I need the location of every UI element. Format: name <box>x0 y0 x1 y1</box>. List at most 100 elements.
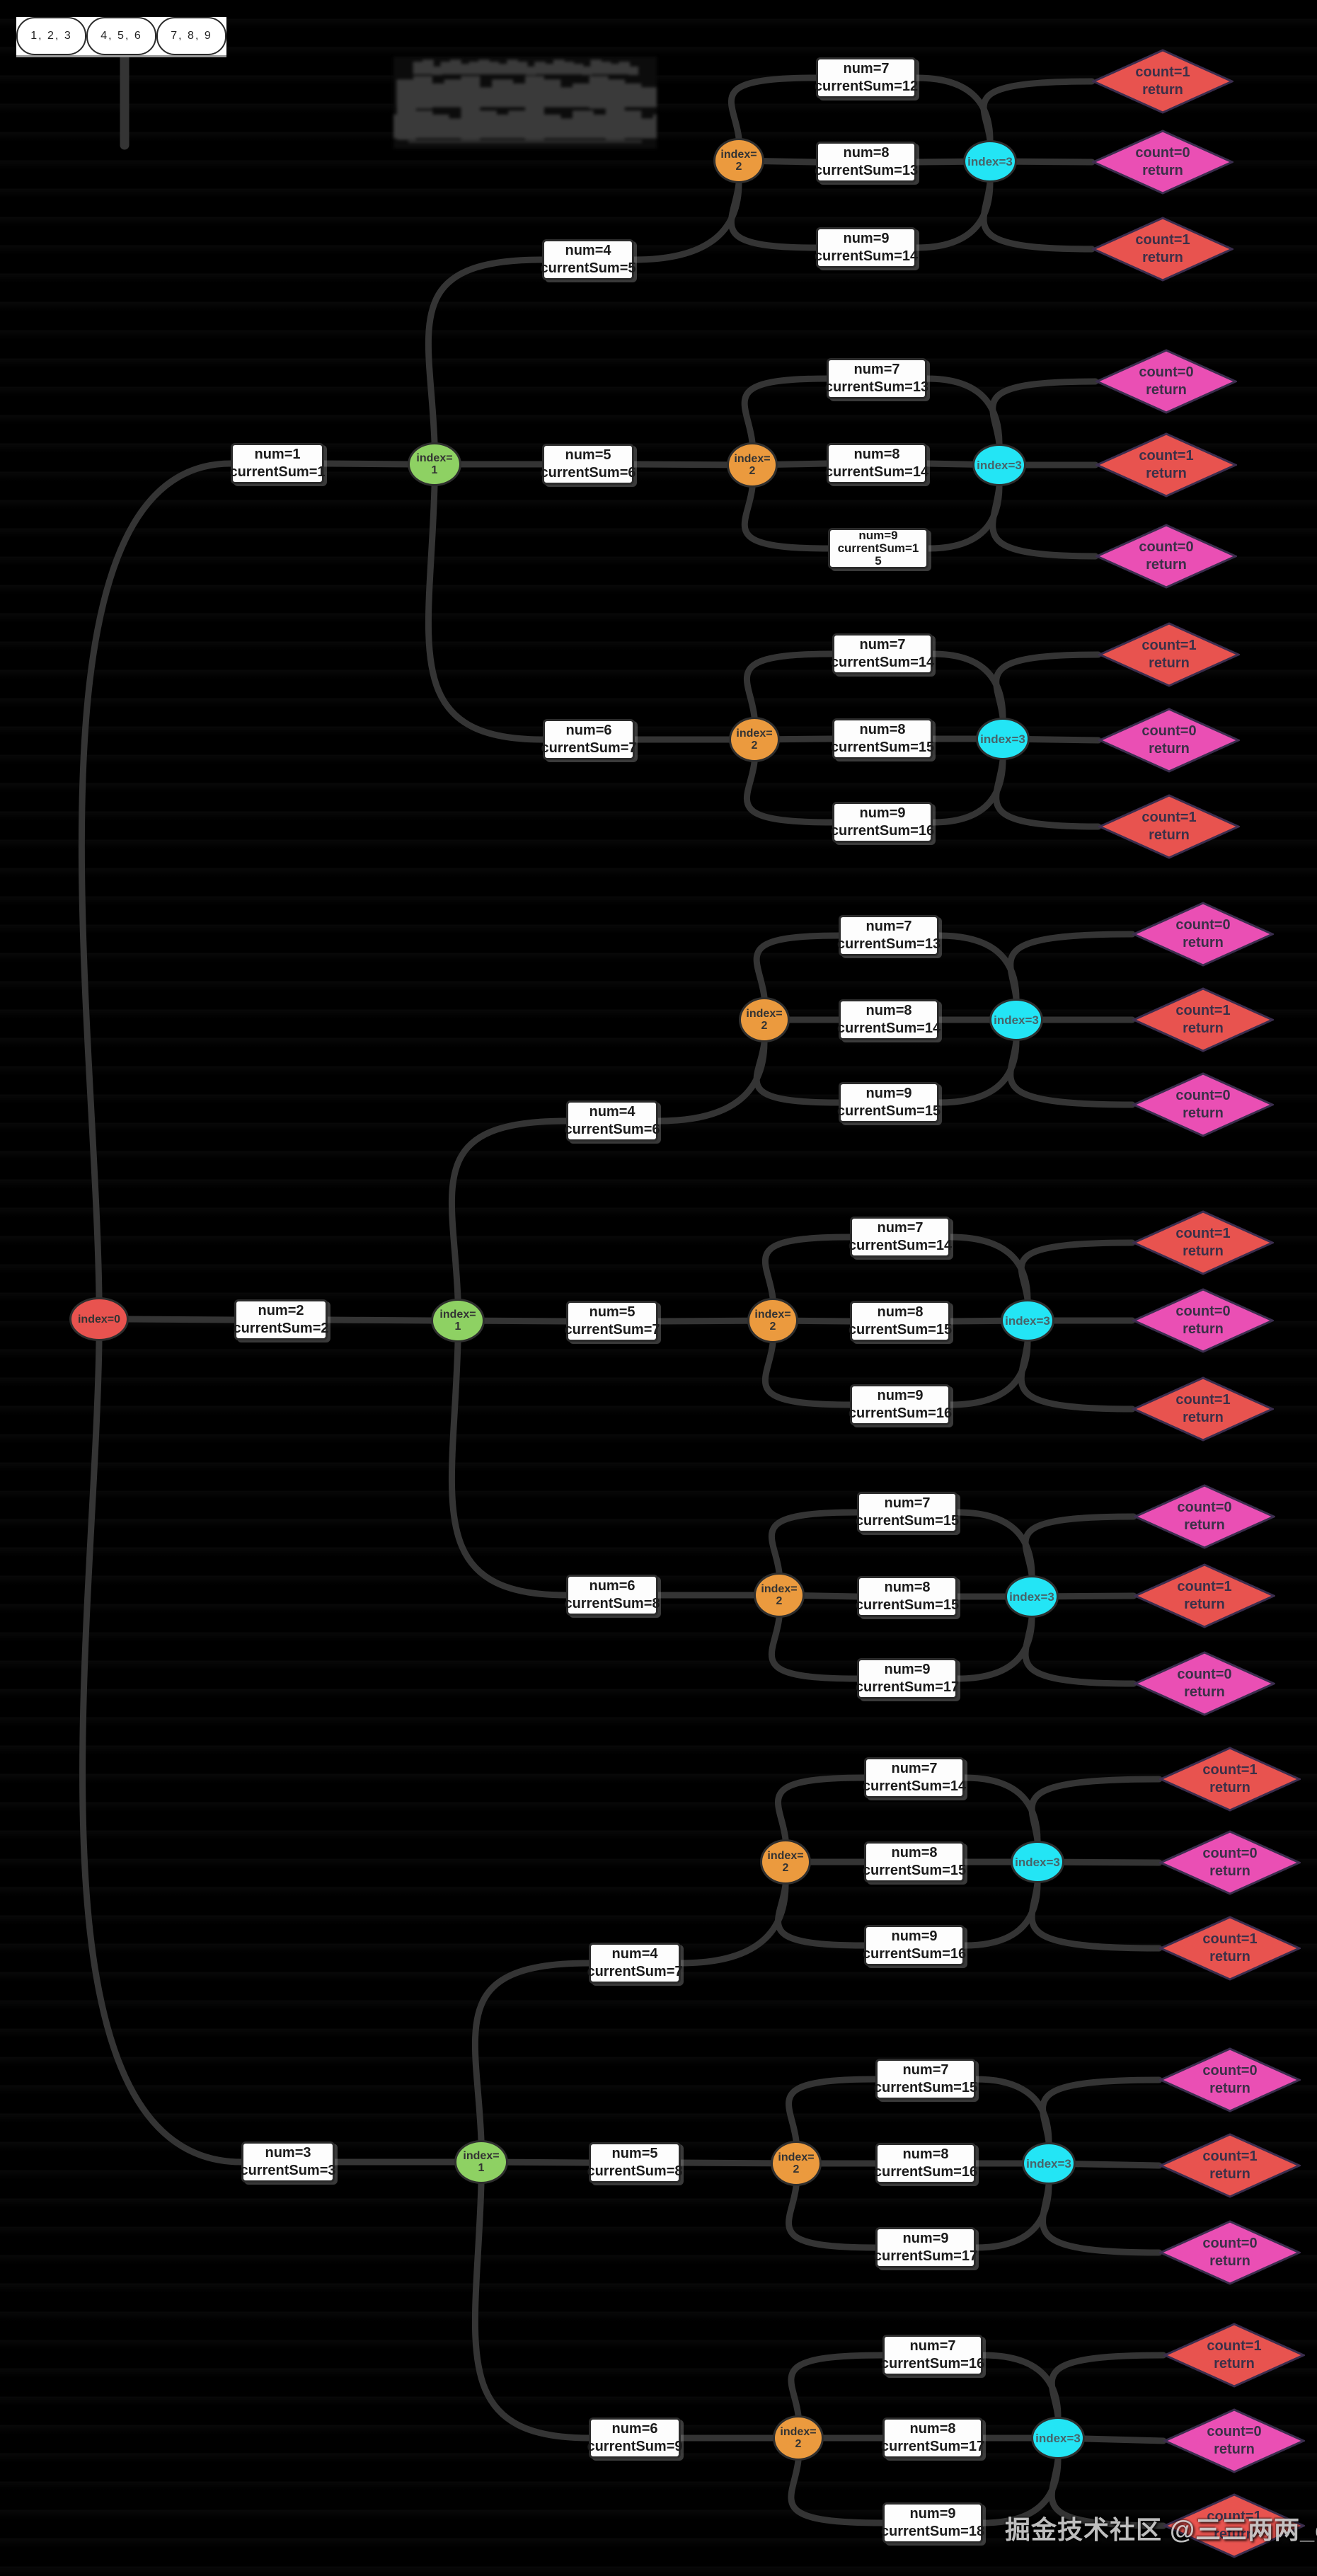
diamond-label-line: return <box>1142 82 1183 98</box>
diamond-label-line: return <box>1184 1517 1225 1533</box>
box-label-line: currentSum=14 <box>862 1778 967 1794</box>
edge-path <box>980 78 1095 144</box>
box-label-line: num=9 <box>843 231 890 246</box>
circle-label-line: 2 <box>795 2438 802 2450</box>
edge-path <box>775 1774 868 1843</box>
edge-path <box>753 932 842 1001</box>
edge-path <box>913 74 994 144</box>
level2-num-box: num=5 currentSum=6 <box>540 444 636 485</box>
edge-path <box>989 378 1099 447</box>
box-label-line: num=8 <box>859 722 906 737</box>
box-label-line: currentSum=16 <box>873 2164 978 2180</box>
index3-circle: index=3 <box>1005 1575 1059 1618</box>
diamond-label-line: count=0 <box>1139 364 1194 380</box>
diamond-label-line: return <box>1209 2081 1250 2096</box>
edge-path <box>993 651 1102 721</box>
box-label-line: num=7 <box>843 61 890 76</box>
circle-label-line: 2 <box>751 740 758 752</box>
box-label-line: currentSum=6 <box>540 465 636 481</box>
box-label-line: num=8 <box>884 1580 931 1595</box>
box-label-line: num=7 <box>884 1495 931 1511</box>
edge-path <box>947 1338 1031 1408</box>
circle-label-line: 2 <box>776 1595 783 1607</box>
edge-path <box>786 2183 879 2251</box>
box-label-line: num=1 <box>254 447 301 462</box>
box-label-line: currentSum=7 <box>564 1322 660 1338</box>
edge-path <box>744 759 836 826</box>
box-label-line: num=5 <box>565 447 611 463</box>
circle-label-line: index= <box>754 1309 791 1321</box>
diamond-label-line: return <box>1146 466 1187 481</box>
box-label-line: currentSum=13 <box>836 936 941 952</box>
diamond-label-line: count=1 <box>1175 1226 1231 1241</box>
edge-path <box>936 932 1020 1002</box>
diamond-label-line: count=0 <box>1202 1846 1258 1861</box>
diamond-label-line: count=0 <box>1177 1500 1232 1515</box>
index1-circle: index=1 <box>454 2140 508 2184</box>
circle-label-line: index= <box>761 1583 798 1595</box>
box-label-line: num=8 <box>877 1304 924 1320</box>
index3-circle: index=3 <box>989 999 1043 1041</box>
circle-label-line: 2 <box>735 161 742 173</box>
box-label-line: currentSum=16 <box>862 1946 967 1962</box>
box-label-line: 5 <box>875 554 882 568</box>
box-label-line: currentSum=5 <box>540 260 636 276</box>
diamond-label-line: count=1 <box>1141 638 1197 653</box>
circle-label-line: index= <box>416 452 453 464</box>
index2-circle: index=2 <box>773 2415 824 2461</box>
box-label-line: currentSum=15 <box>848 1322 953 1338</box>
circle-label-line: 2 <box>749 465 756 477</box>
box-label-line: currentSum=8 <box>587 2163 683 2179</box>
circle-label-line: index= <box>780 2426 817 2438</box>
index3-circle: index=3 <box>1001 1299 1054 1342</box>
edge-path <box>961 1774 1041 1844</box>
box-label-line: num=8 <box>902 2146 949 2162</box>
circle-label-line: index=3 <box>1009 1589 1054 1604</box>
edge-path <box>929 757 1006 826</box>
circle-label-line: 1 <box>431 464 438 476</box>
index2-circle: index=2 <box>760 1839 811 1885</box>
diamond-label-line: count=0 <box>1175 917 1231 933</box>
diamond-label-line: return <box>1149 741 1190 757</box>
edge-path <box>929 650 1006 721</box>
box-label-line: num=4 <box>565 243 611 258</box>
box-label-line: currentSum=2 <box>233 1321 329 1336</box>
index3-circle: index=3 <box>1031 2417 1085 2459</box>
diamond-label-line: count=1 <box>1141 810 1197 825</box>
obscured-line: ▆▇▄▆▇▅▆▇▆▅▇▆▄▆▅▇▆▅▄▇▆▅▆▄ <box>413 59 638 74</box>
box-label-line: num=6 <box>565 723 612 738</box>
diamond-label-line: return <box>1184 1684 1225 1700</box>
box-label-line: currentSum=9 <box>587 2439 683 2454</box>
box-label-line: num=3 <box>265 2145 311 2161</box>
box-label-line: num=9 <box>865 1086 912 1101</box>
circle-label-line: index= <box>463 2150 500 2162</box>
box-label-line: num=9 <box>902 2231 949 2246</box>
